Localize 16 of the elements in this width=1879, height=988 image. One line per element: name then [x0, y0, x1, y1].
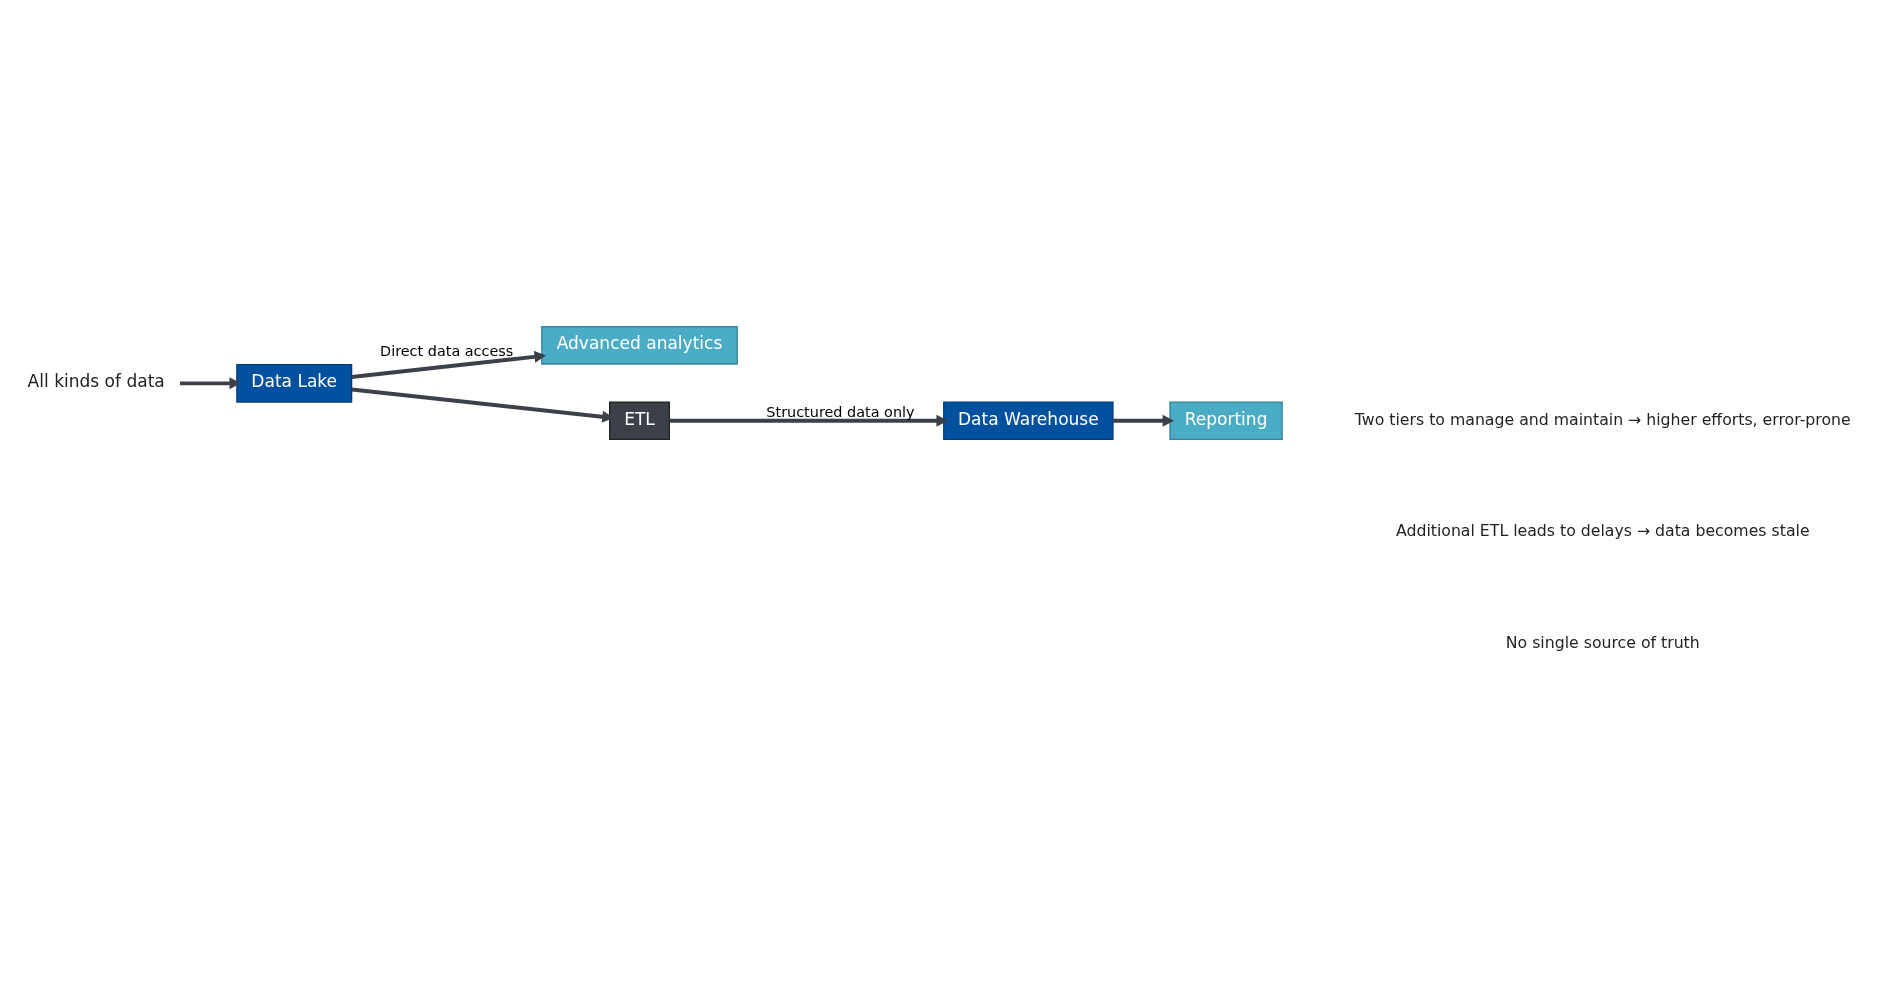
arrow: [669, 414, 948, 427]
node-box: Reporting: [1169, 401, 1283, 441]
arrow: [351, 350, 546, 379]
node-box: Data Lake: [236, 364, 353, 403]
label: Two tiers to manage and maintain → higher efforts, error-prone: [1354, 409, 1851, 429]
arrow: [1113, 414, 1175, 427]
node-text: All kinds of data: [27, 371, 165, 392]
arrow: [180, 377, 241, 390]
label: No single source of truth: [1505, 632, 1700, 652]
node-box: ETL: [609, 401, 670, 441]
label: Additional ETL leads to delays → data becomes stale: [1395, 521, 1810, 541]
edge-label: Direct data access: [380, 343, 514, 360]
edge-label: Structured data only: [766, 403, 915, 420]
node-box: Data Warehouse: [943, 401, 1114, 441]
arrow: [351, 387, 614, 423]
node-box: Advanced analytics: [541, 325, 738, 365]
